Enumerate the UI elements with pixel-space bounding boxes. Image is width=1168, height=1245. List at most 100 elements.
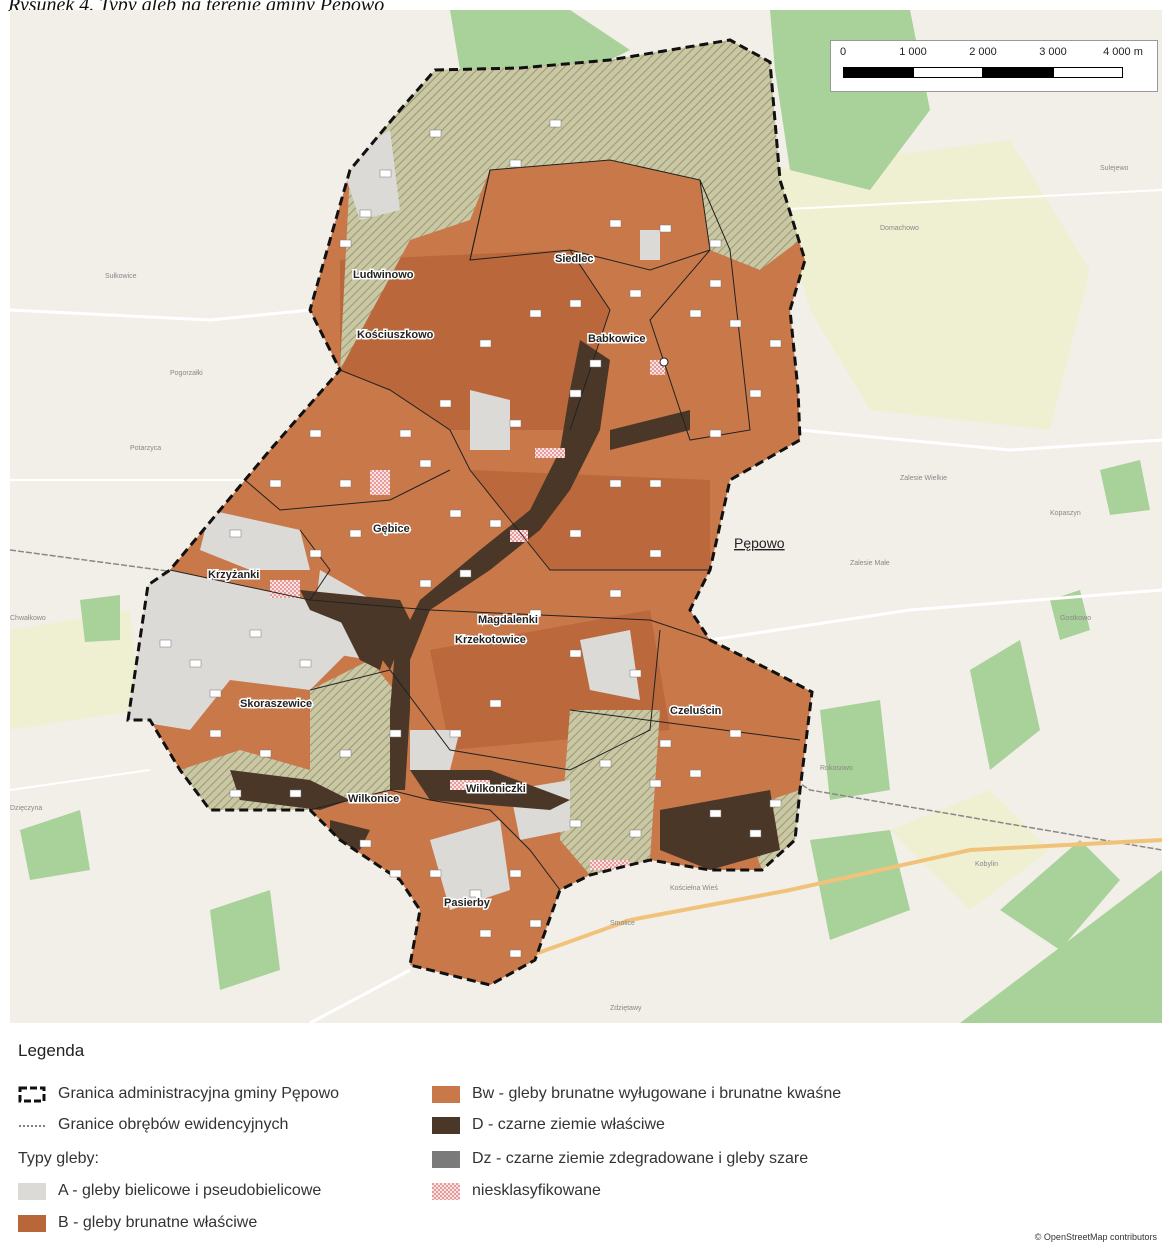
soil-code-tag — [309, 429, 322, 438]
soil-code-tag — [379, 169, 392, 178]
soil-code-tag — [259, 749, 272, 758]
soil-code-tag — [709, 279, 722, 288]
soil-code-tag — [629, 669, 642, 678]
soil-code-tag — [689, 309, 702, 318]
soil-a-swatch — [18, 1182, 46, 1200]
basemap-label: Sułkowice — [105, 273, 137, 280]
soil-map[interactable]: Sułkowice Pogorzałki Potarzyca Chwałkowo… — [10, 10, 1162, 1023]
soil-code-tag — [479, 929, 492, 938]
soil-code-tag — [649, 779, 662, 788]
legend-label: A - gleby bielicowe i pseudobielicowe — [58, 1182, 322, 1199]
legend-item-unclassified: niesklasyfikowane — [432, 1182, 601, 1200]
soil-code-tag — [339, 239, 352, 248]
soil-code-tag — [729, 319, 742, 328]
soil-code-tag — [449, 729, 462, 738]
soil-code-tag — [399, 429, 412, 438]
village-labels: Ludwinowo Siedlec Kościuszkowo Babkowice… — [207, 252, 785, 911]
pepowo-centre-marker — [659, 357, 669, 367]
soil-code-tag — [349, 529, 362, 538]
soil-code-tag — [529, 919, 542, 928]
basemap-label: Zalesie Małe — [850, 560, 890, 567]
scale-tick: 3 000 — [1039, 46, 1067, 58]
soil-code-tag — [649, 549, 662, 558]
legend-item-soil-bw: Bw - gleby brunatne wyługowane i brunatn… — [432, 1085, 841, 1103]
soil-d-areas[interactable] — [230, 340, 780, 870]
soil-code-tag — [309, 549, 322, 558]
soil-code-tag — [209, 689, 222, 698]
legend-label: D - czarne ziemie właściwe — [472, 1116, 665, 1133]
soil-code-tags — [159, 119, 782, 958]
soil-code-tag — [339, 749, 352, 758]
basemap-label: Zdziętawy — [610, 1005, 642, 1012]
soil-code-tag — [359, 839, 372, 848]
scale-tick: 1 000 — [899, 46, 927, 58]
soil-code-tag — [209, 729, 222, 738]
soil-code-tag — [769, 339, 782, 348]
scale-tick: 0 — [839, 46, 847, 58]
soil-code-tag — [229, 789, 242, 798]
osm-attribution: © OpenStreetMap contributors — [1031, 1231, 1160, 1243]
soil-code-tag — [459, 569, 472, 578]
scale-segment — [913, 67, 983, 78]
legend-title: Legenda — [18, 1041, 85, 1060]
basemap-label: Potarzyca — [130, 445, 161, 452]
legend-item-gmina-boundary: Granica administracyjna gminy Pępowo — [18, 1085, 339, 1103]
scale-tick: 4 000 m — [1103, 46, 1143, 58]
obreby-boundary-swatch — [19, 1124, 45, 1127]
basemap-label: Kopaszyn — [1050, 510, 1081, 517]
scale-segment — [983, 67, 1053, 78]
soil-bw-swatch — [432, 1085, 460, 1103]
village-label-kosciuszkowo: Kościuszkowo — [357, 329, 434, 341]
unclassified-swatch — [432, 1182, 460, 1200]
soil-b-area[interactable] — [340, 250, 610, 430]
scale-segment — [843, 67, 913, 78]
village-label-wilkonice: Wilkonice — [348, 793, 399, 805]
scale-tick: 2 000 — [969, 46, 997, 58]
soil-code-tag — [229, 529, 242, 538]
village-label-krzyzanki: Krzyżanki — [208, 569, 259, 581]
soil-code-tag — [389, 869, 402, 878]
soil-d-swatch — [432, 1116, 460, 1134]
village-label-gebice: Gębice — [373, 523, 410, 535]
scale-segment — [1053, 67, 1123, 78]
basemap-label: Sulejewo — [1100, 165, 1129, 172]
obreby-boundaries — [169, 159, 801, 891]
soil-code-tag — [419, 579, 432, 588]
soil-code-tag — [549, 119, 562, 128]
soil-b-swatch — [18, 1214, 46, 1232]
soil-code-tag — [339, 479, 352, 488]
basemap-label: Chwałkowo — [10, 615, 46, 622]
basemap-label: Smolice — [610, 920, 635, 927]
legend-soil-types-title: Typy gleby: — [18, 1150, 99, 1168]
soil-code-tag — [159, 639, 172, 648]
soil-code-tag — [749, 829, 762, 838]
soil-code-tag — [249, 629, 262, 638]
legend-item-soil-b: B - gleby brunatne właściwe — [18, 1214, 257, 1232]
soil-code-tag — [429, 869, 442, 878]
soil-code-tag — [509, 869, 522, 878]
map-legend: Legenda Granica administracyjna gminy Pę… — [10, 1027, 958, 1245]
soil-code-tag — [509, 159, 522, 168]
soil-code-tag — [389, 729, 402, 738]
soil-code-tag — [449, 509, 462, 518]
soil-code-tag — [769, 799, 782, 808]
soil-code-tag — [749, 389, 762, 398]
soil-code-tag — [509, 419, 522, 428]
soil-code-tag — [269, 479, 282, 488]
legend-label: Granice obrębów ewidencyjnych — [58, 1116, 289, 1133]
soil-code-tag — [569, 819, 582, 828]
soil-code-tag — [629, 289, 642, 298]
village-label-krzekotowice: Krzekotowice — [455, 634, 526, 646]
legend-item-obreby-boundary: Granice obrębów ewidencyjnych — [18, 1116, 288, 1134]
soil-code-tag — [659, 224, 672, 233]
village-label-czeluscin: Czeluścin — [670, 705, 722, 717]
soil-code-tag — [289, 789, 302, 798]
legend-label: Dz - czarne ziemie zdegradowane i gleby … — [472, 1150, 809, 1167]
legend-label: niesklasyfikowane — [472, 1182, 601, 1199]
legend-label: Typy gleby: — [18, 1150, 99, 1167]
soil-code-tag — [439, 399, 452, 408]
gmina-label-pepowo: Pępowo — [734, 535, 785, 551]
soil-code-tag — [419, 459, 432, 468]
legend-item-soil-dz: Dz - czarne ziemie zdegradowane i gleby … — [432, 1150, 808, 1168]
soil-code-tag — [609, 219, 622, 228]
